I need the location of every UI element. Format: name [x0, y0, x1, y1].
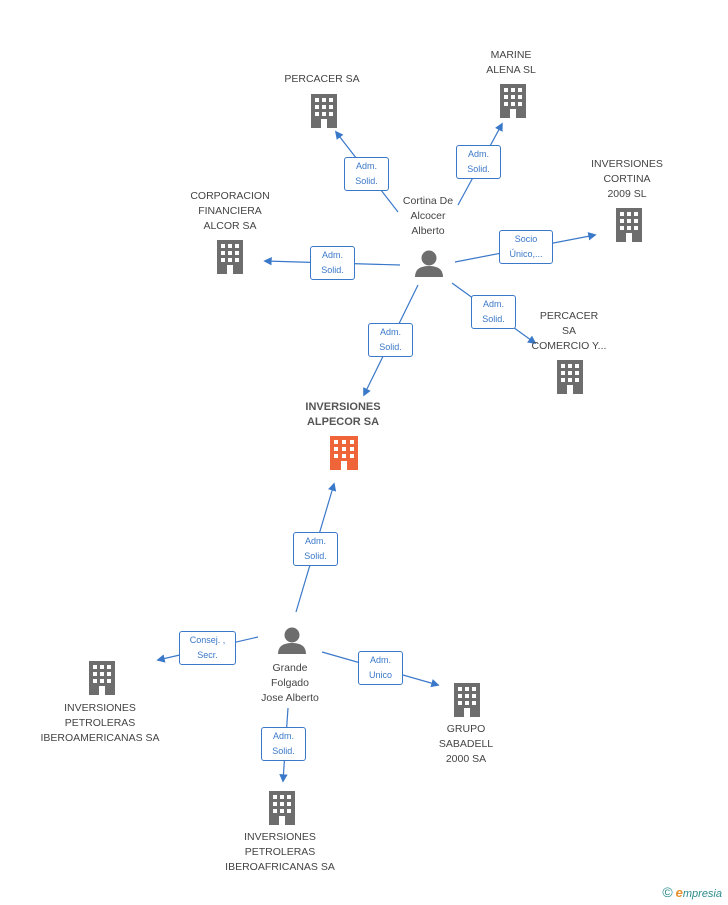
copyright-symbol: © [662, 884, 673, 900]
node-label-corporacion-financiera[interactable]: CORPORACION FINANCIERA ALCOR SA [190, 190, 270, 232]
building-icon [89, 661, 115, 695]
building-icon [616, 208, 642, 242]
edge-label-grande-iberoamericanas[interactable]: Consej. , Secr. [179, 631, 236, 665]
building-icon [311, 94, 337, 128]
brand-name: mpresia [682, 888, 722, 900]
brand-initial: e [675, 885, 683, 900]
building-icon [454, 683, 480, 717]
edge-label-cortina-percacer-sa[interactable]: Adm. Solid. [344, 157, 389, 191]
person-icon [278, 627, 306, 654]
edge-label-cortina-corporacion[interactable]: Adm. Solid. [310, 246, 355, 280]
node-label-petroleras-iberoafricanas[interactable]: INVERSIONES PETROLERAS IBEROAFRICANAS SA [225, 831, 335, 873]
node-label-inversiones-cortina[interactable]: INVERSIONES CORTINA 2009 SL [591, 158, 663, 200]
node-label-petroleras-iberoamericanas[interactable]: INVERSIONES PETROLERAS IBEROAMERICANAS S… [40, 702, 160, 744]
building-icon [557, 360, 583, 394]
building-icon-main [330, 436, 358, 470]
node-label-grande-person[interactable]: Grande Folgado Jose Alberto [261, 662, 319, 704]
node-label-grupo-sabadell[interactable]: GRUPO SABADELL 2000 SA [438, 723, 494, 765]
edge-label-cortina-marine-alena[interactable]: Adm. Solid. [456, 145, 501, 179]
edge-label-grande-iberoafricanas[interactable]: Adm. Solid. [261, 727, 306, 761]
edge-label-grande-alpecor[interactable]: Adm. Solid. [293, 532, 338, 566]
empresia-watermark: ©empresia [662, 884, 722, 900]
node-label-percacer-sa[interactable]: PERCACER SA [284, 73, 360, 85]
node-label-cortina-person[interactable]: Cortina De Alcocer Alberto [402, 195, 454, 237]
building-icon [269, 791, 295, 825]
building-icon [217, 240, 243, 274]
node-label-marine-alena[interactable]: MARINE ALENA SL [486, 49, 536, 76]
building-icon [500, 84, 526, 118]
person-icon [415, 250, 443, 277]
edge-label-cortina-inversiones-cortina[interactable]: Socio Único,... [499, 230, 553, 264]
node-label-percacer-comercio[interactable]: PERCACER SA COMERCIO Y... [531, 310, 607, 352]
edge-label-cortina-alpecor[interactable]: Adm. Solid. [368, 323, 413, 357]
edge-label-grande-sabadell[interactable]: Adm. Unico [358, 651, 403, 685]
edge-label-cortina-percacer-comercio[interactable]: Adm. Solid. [471, 295, 516, 329]
node-label-inversiones-alpecor[interactable]: INVERSIONES ALPECOR SA [305, 401, 381, 428]
